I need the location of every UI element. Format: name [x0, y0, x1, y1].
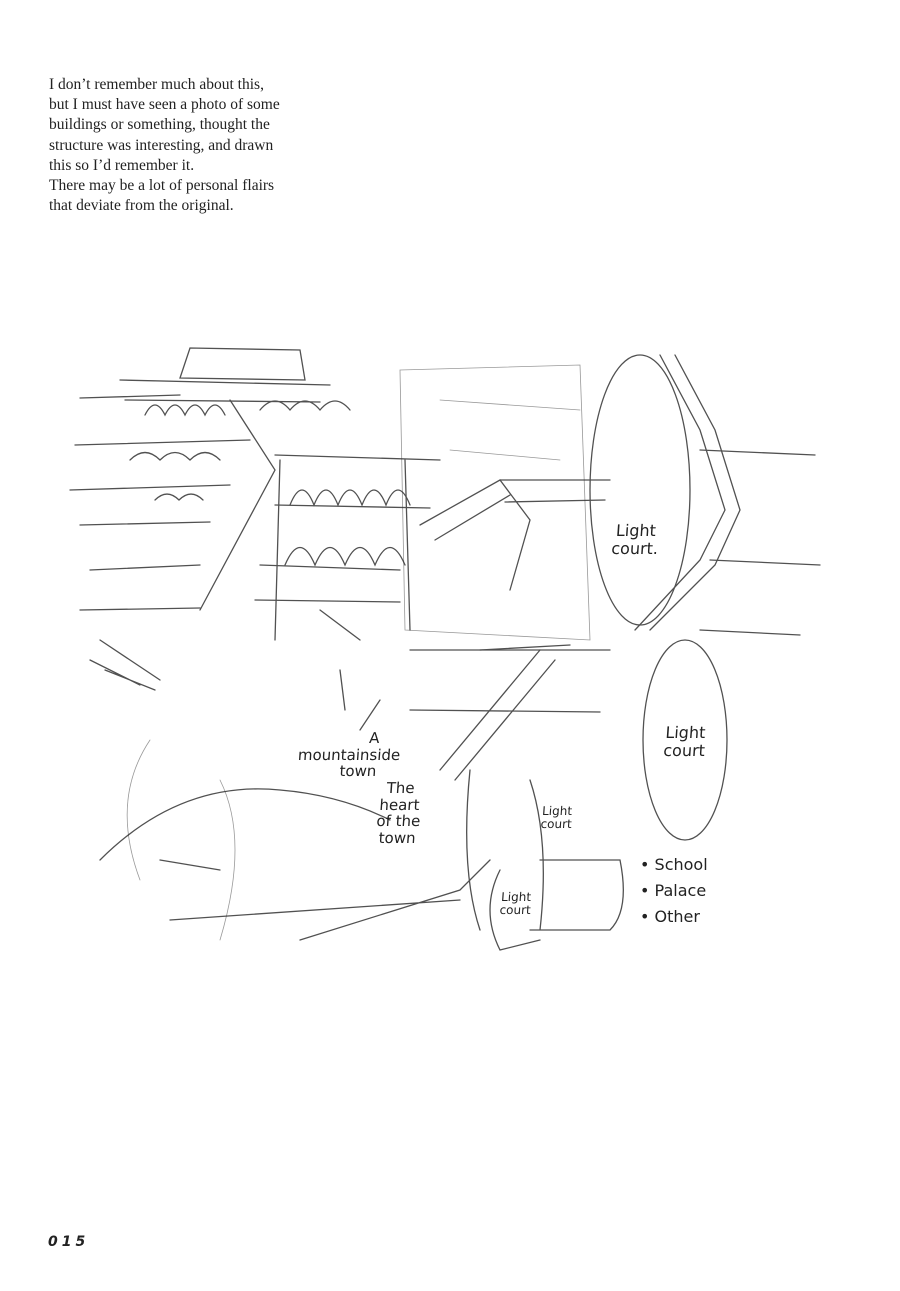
note-line: court [540, 817, 573, 832]
note-mountainside-town: A mountainside town [296, 729, 402, 780]
note-line: A [368, 729, 381, 747]
note-line: heart [378, 795, 421, 814]
note-light-court-right: Light court [662, 723, 707, 760]
caption-line: but I must have seen a photo of some [49, 96, 280, 114]
note-line: town [378, 828, 417, 847]
facility-list: School Palace Other [640, 852, 708, 930]
caption-line: buildings or something, thought the [49, 116, 270, 134]
note-line: court [499, 903, 532, 918]
note-line: Light [615, 521, 657, 540]
caption-text: I don’t remember much about this, but I … [49, 75, 349, 216]
list-item: Palace [640, 878, 708, 904]
note-line: court. [610, 538, 659, 558]
note-light-court-top: Light court. [610, 521, 660, 558]
note-line: mountainside [297, 745, 401, 764]
note-line: court [662, 740, 706, 760]
list-item: School [640, 852, 708, 878]
list-item: Other [640, 904, 708, 930]
caption-line: I don’t remember much about this, [49, 76, 264, 93]
caption-line: that deviate from the original. [49, 197, 234, 215]
note-line: The [386, 779, 416, 797]
note-line: Light [664, 723, 707, 742]
pencil-sketch-illustration [69, 347, 821, 951]
note-light-court-small-lower: Light court [499, 890, 532, 918]
caption-line: this so I’d remember it. [49, 156, 195, 174]
note-heart-of-town: The heart of the town [375, 779, 423, 847]
caption-line: structure was interesting, and drawn [49, 136, 274, 154]
note-light-court-small-upper: Light court [540, 804, 573, 832]
note-line: of the [375, 812, 421, 830]
caption-line: There may be a lot of personal flairs [49, 177, 275, 195]
page-number: 015 [48, 1234, 90, 1250]
note-line: town [338, 762, 378, 780]
